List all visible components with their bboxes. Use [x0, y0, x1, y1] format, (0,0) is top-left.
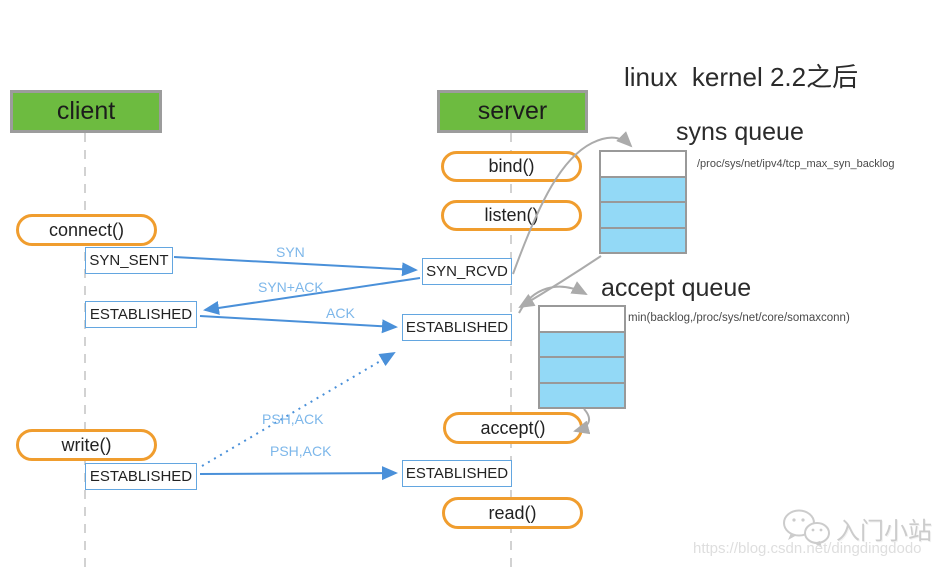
bind-call-label: bind() [488, 156, 535, 176]
queue-slot-empty [601, 152, 685, 176]
server-lane-header: server [437, 90, 588, 133]
server-established-label-1: ESTABLISHED [405, 319, 509, 336]
write-call: write() [16, 429, 157, 461]
watermark-name: 入门小站 [836, 518, 932, 545]
client-established-state-2: ESTABLISHED [85, 463, 197, 490]
read-call: read() [442, 497, 583, 529]
psh-ack-solid-message-label: PSH,ACK [270, 443, 332, 459]
synsqueue-to-established-arrow [518, 255, 602, 309]
bind-call: bind() [441, 151, 582, 182]
server-syn-rcvd-label: SYN_RCVD [426, 263, 508, 280]
server-syn-rcvd-state: SYN_RCVD [422, 258, 512, 285]
accept-call-label: accept() [480, 417, 546, 438]
queue-slot-filled [601, 226, 685, 252]
accept-queue-title: accept queue [601, 274, 752, 302]
queue-slot-filled [540, 330, 624, 356]
queue-slot-filled [601, 201, 685, 227]
chat-bubbles-icon [783, 509, 830, 548]
syns-queue-title: syns queue [676, 118, 804, 146]
listen-call: listen() [441, 200, 582, 231]
client-lane-header: client [10, 90, 162, 133]
syns-queue [599, 150, 687, 254]
server-lifeline [510, 133, 512, 570]
server-established-state-2: ESTABLISHED [402, 460, 512, 487]
page-title: linux kernel 2.2之后 [624, 62, 859, 92]
client-established-state-1: ESTABLISHED [85, 301, 197, 328]
queue-slot-filled [601, 175, 685, 201]
watermark-url: https://blog.csdn.net/dingdingdodo [693, 540, 922, 557]
accept-queue [538, 305, 626, 409]
queue-slot-empty [540, 307, 624, 331]
client-syn-sent-state: SYN_SENT [85, 247, 173, 274]
ack-message-label: ACK [326, 305, 355, 321]
accept-call: accept() [443, 412, 583, 444]
server-established-label-2: ESTABLISHED [405, 465, 509, 482]
syn-ack-message-label: SYN+ACK [258, 279, 324, 295]
client-established-label-1: ESTABLISHED [89, 306, 193, 323]
accept-queue-note: min(backlog,/proc/sys/net/core/somaxconn… [628, 312, 850, 324]
client-lifeline [84, 133, 86, 570]
client-established-label-2: ESTABLISHED [89, 468, 193, 485]
queue-slot-filled [540, 381, 624, 407]
psh-ack-dotted-message-label: PSH,ACK [262, 411, 324, 427]
client-lane-label: client [56, 97, 116, 125]
syns-queue-note: /proc/sys/net/ipv4/tcp_max_syn_backlog [697, 158, 895, 170]
listen-call-label: listen() [484, 205, 539, 225]
connect-call: connect() [16, 214, 157, 246]
client-syn-sent-label: SYN_SENT [89, 252, 169, 269]
ack-arrow [199, 315, 398, 334]
queue-slot-filled [540, 356, 624, 382]
psh-ack-solid-arrow [199, 466, 398, 481]
read-call-label: read() [488, 502, 537, 523]
server-lane-label: server [477, 97, 548, 125]
syn-message-label: SYN [276, 244, 305, 260]
server-established-state-1: ESTABLISHED [402, 314, 512, 341]
connect-call-label: connect() [48, 219, 125, 240]
write-call-label: write() [61, 434, 112, 455]
